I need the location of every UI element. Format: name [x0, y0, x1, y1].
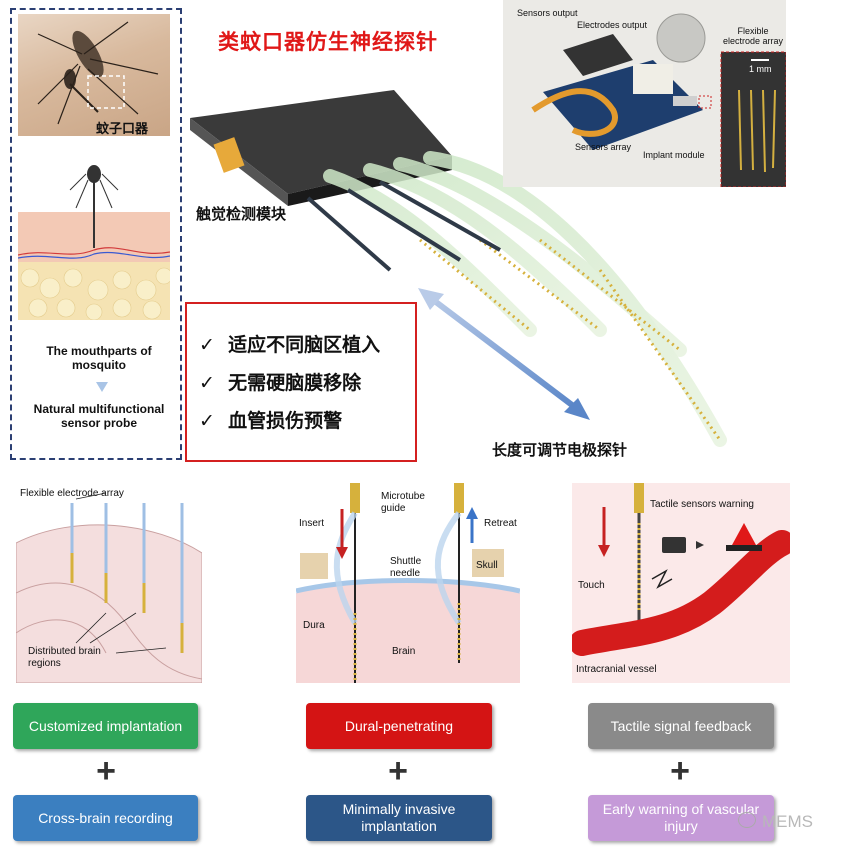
dura-label: Dura: [303, 620, 325, 631]
feature-item: ✓ 血管损伤预警: [199, 410, 343, 432]
skin-diagram: [18, 165, 170, 320]
flexible-array-label: Flexible electrode array: [20, 488, 124, 499]
flexible-array-label: Flexible electrode array: [722, 26, 784, 46]
brain-label: Brain: [392, 646, 416, 657]
sensors-array-label: Sensors array: [575, 142, 632, 152]
scale-bar-label: 1 mm: [749, 64, 772, 74]
feature-item: ✓ 无需硬脑膜移除: [199, 372, 362, 394]
tactile-module-label: 触觉检测模块: [196, 205, 287, 223]
device-photo: Sensors output Electrodes output Flexibl…: [503, 0, 786, 187]
check-icon: ✓: [199, 372, 215, 394]
feature-item: ✓ 适应不同脑区植入: [199, 334, 381, 356]
mosquito-mouthparts-label: 蚊子口器: [96, 122, 149, 137]
insert-label: Insert: [299, 518, 325, 529]
plus-icon: +: [670, 752, 690, 790]
check-icon: ✓: [199, 410, 215, 432]
probe-illustration: [190, 90, 727, 447]
implant-module-label: Implant module: [643, 150, 705, 160]
cross-brain-diagram: [16, 492, 202, 683]
watermark: MEMS: [762, 812, 813, 831]
vessel-label: Intracranial vessel: [576, 664, 657, 675]
mosquito-caption: The mouthparts of mosquito: [46, 344, 152, 372]
length-probe-label: 长度可调节电极探针: [492, 441, 628, 459]
page-title: 类蚊口器仿生神经探针: [218, 30, 438, 54]
tactile-warning-label: Tactile sensors warning: [650, 499, 754, 510]
mosquito-panel: [10, 8, 182, 460]
electrodes-output-label: Electrodes output: [577, 20, 648, 30]
mosquito-photo: [18, 14, 170, 136]
check-icon: ✓: [199, 334, 215, 356]
dural-penetrating-button[interactable]: Dural-penetrating: [306, 703, 492, 749]
retreat-label: Retreat: [484, 518, 517, 529]
cross-brain-recording-button[interactable]: Cross-brain recording: [13, 795, 198, 841]
microtube-label: Microtube guide: [381, 491, 425, 514]
plus-icon: +: [96, 752, 116, 790]
distributed-regions-label: Distributed brain regions: [28, 646, 101, 669]
feature-box: ✓ 适应不同脑区植入 ✓ 无需硬脑膜移除 ✓ 血管损伤预警: [185, 302, 417, 462]
sensor-probe-caption: Natural multifunctional sensor probe: [33, 402, 165, 430]
down-arrow-icon: [96, 382, 108, 392]
skull-label: Skull: [476, 560, 498, 571]
sensors-output-label: Sensors output: [517, 8, 578, 18]
vessel-warning-diagram: [572, 483, 790, 683]
plus-icon: +: [388, 752, 408, 790]
touch-label: Touch: [578, 580, 605, 591]
minimally-invasive-button[interactable]: Minimally invasive implantation: [306, 795, 492, 841]
wechat-icon: [738, 812, 756, 828]
tactile-feedback-button[interactable]: Tactile signal feedback: [588, 703, 774, 749]
dural-penetration-diagram: [296, 483, 520, 683]
shuttle-label: Shuttle needle: [390, 556, 422, 579]
customized-implantation-button[interactable]: Customized implantation: [13, 703, 198, 749]
